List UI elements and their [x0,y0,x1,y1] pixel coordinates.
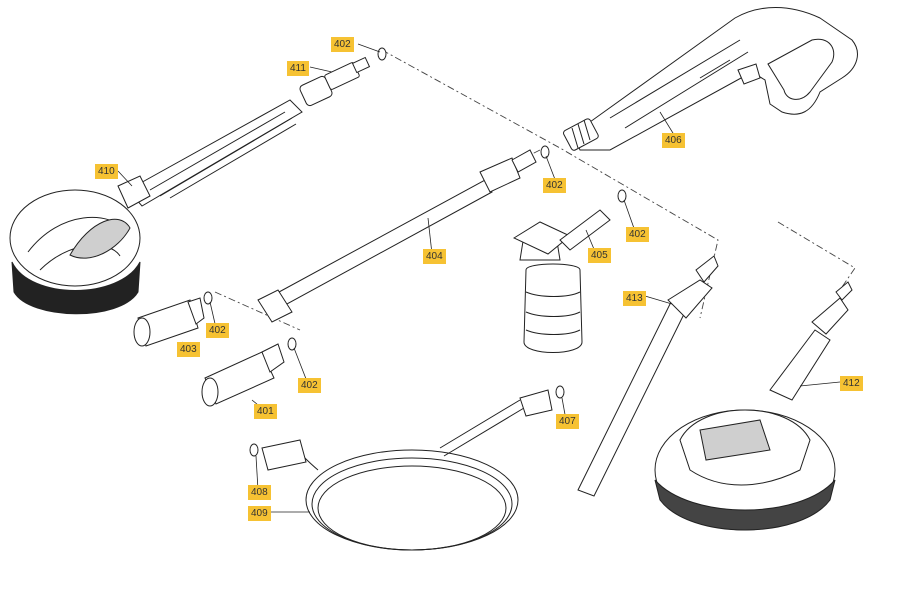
spray-lance [257,145,550,323]
callout-413: 413 [623,291,646,306]
rotary-wash-brush [9,99,303,315]
callout-411: 411 [287,61,309,76]
callout-408: 408 [248,485,271,500]
spray-gun-handle [563,7,858,151]
callout-404: 404 [423,249,446,264]
adapter-connector [299,47,387,107]
callout-409: 409 [248,506,271,521]
callout-406: 406 [662,133,685,148]
callout-407: 407 [556,414,579,429]
callout-402-nozzle401: 402 [298,378,321,393]
callout-402-lance: 402 [543,178,566,193]
callout-402-gun: 402 [331,37,354,52]
surface-cleaner [654,281,853,531]
callout-405: 405 [588,248,611,263]
nozzle-401 [201,337,297,407]
callout-402-nozzle403: 402 [206,323,229,338]
nozzle-403 [133,291,213,347]
extension-lance [577,255,719,497]
callout-403: 403 [177,342,200,357]
high-pressure-hose [249,385,565,551]
callout-412: 412 [840,376,863,391]
callout-410: 410 [95,164,118,179]
callout-402-foam: 402 [626,227,649,242]
callout-401: 401 [254,404,277,419]
foam-bottle [512,189,627,353]
